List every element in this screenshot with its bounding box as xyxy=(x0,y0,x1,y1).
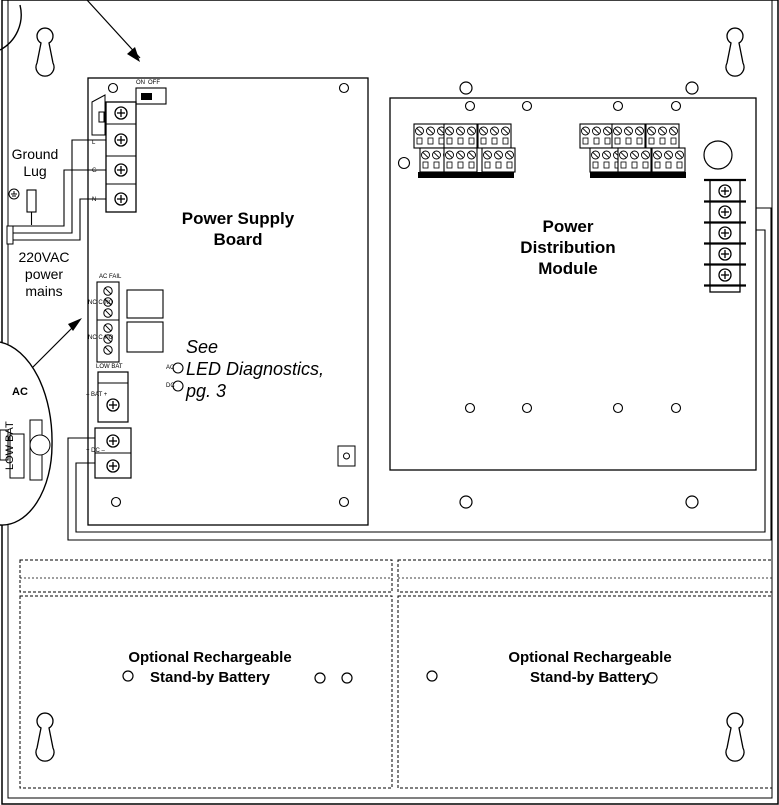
keyhole-icon xyxy=(35,27,55,77)
psb-line: Board xyxy=(213,230,263,249)
see-led-line: See xyxy=(186,337,219,357)
pdm-terminal-strip xyxy=(477,123,512,149)
see-led-line: LED Diagnostics, xyxy=(186,359,325,379)
mounting-holes xyxy=(122,81,699,684)
pdm-terminal-strip xyxy=(481,147,516,173)
ac-fail-terminal xyxy=(96,281,120,363)
dc-out-label: + DC – xyxy=(86,448,105,454)
ground-icon xyxy=(8,188,20,200)
barrier-screw xyxy=(704,247,746,266)
mains-line: 220VAC xyxy=(18,249,70,265)
relay xyxy=(126,289,164,319)
battery-left-label: Optional Rechargeable Stand-by Battery xyxy=(90,648,330,688)
bat-label: – BAT + xyxy=(86,392,108,398)
pdm-terminal-strip xyxy=(617,147,652,173)
battery-right-line: Stand-by Battery xyxy=(529,669,651,686)
pdm-terminal-strip xyxy=(645,123,680,149)
keyhole-icon xyxy=(725,27,745,77)
battery-right-line: Optional Rechargeable xyxy=(508,649,672,666)
pdm-terminal-strip xyxy=(611,123,646,149)
pdm-line: Distribution xyxy=(520,238,616,257)
on-label: ON xyxy=(136,80,145,86)
battery-left-line: Stand-by Battery xyxy=(149,669,271,686)
dc-led-label: DC xyxy=(166,383,175,389)
relay1-label: NC C NO xyxy=(88,300,114,306)
psb-line: Power Supply xyxy=(181,209,295,228)
pdm-terminal-strip xyxy=(413,123,448,149)
pdm-terminal-strip xyxy=(579,123,614,149)
pdm-terminal-strip xyxy=(443,123,478,149)
mains-wire xyxy=(10,139,106,234)
barrier-screw xyxy=(704,268,746,287)
n-label: N xyxy=(92,197,97,203)
inset-ac-label: AC xyxy=(12,386,28,398)
ac-fail-label: AC FAIL xyxy=(99,274,122,280)
ground-lug-line: Lug xyxy=(23,163,47,179)
pdm-terminal-strip xyxy=(443,147,478,173)
pdm-mount-hole xyxy=(703,140,733,170)
dc-led xyxy=(172,380,184,392)
pdm-label: Power Distribution Module xyxy=(498,216,638,279)
inset-magnifier-top xyxy=(0,4,22,51)
pdm-terminal-strip xyxy=(651,147,686,173)
battery-right-label: Optional Rechargeable Stand-by Battery xyxy=(470,648,710,688)
inset-low-bat-label: LOW BAT xyxy=(4,421,16,470)
relay2-label: NC C NO xyxy=(88,335,114,341)
battery-left-line: Optional Rechargeable xyxy=(128,649,292,666)
l-label: L xyxy=(92,140,96,146)
callout-arrow xyxy=(86,0,141,59)
mains-wire xyxy=(10,198,106,241)
ac-led-label: AC xyxy=(166,365,175,371)
battery-right xyxy=(397,559,773,789)
relay xyxy=(126,321,164,353)
see-led-line: pg. 3 xyxy=(186,381,227,401)
mains-label: 220VAC power mains xyxy=(8,249,80,300)
mains-line: power xyxy=(24,266,64,282)
battery-left xyxy=(19,559,393,789)
ac-led xyxy=(172,362,184,374)
pdm-line: Power xyxy=(542,217,594,236)
dc-wire xyxy=(67,207,772,541)
dc-wire xyxy=(75,229,766,533)
ground-lug-line: Ground xyxy=(11,146,59,162)
g-label: G xyxy=(92,168,97,174)
barrier-screw xyxy=(704,205,746,224)
power-supply-board-label: Power Supply Board xyxy=(158,208,318,250)
see-led-label: See LED Diagnostics, pg. 3 xyxy=(186,336,324,402)
ground-lug-label: Ground Lug xyxy=(4,146,66,180)
ground-lug xyxy=(26,189,37,213)
pdm-line: Module xyxy=(538,259,598,278)
keyhole-icon xyxy=(35,712,55,762)
barrier-screw xyxy=(704,184,746,203)
barrier-screw xyxy=(704,226,746,245)
ground-wire xyxy=(13,169,106,227)
keyhole-icon xyxy=(725,712,745,762)
low-bat-label: LOW BAT xyxy=(96,364,123,370)
mains-line: mains xyxy=(25,283,63,299)
off-label: OFF xyxy=(148,80,160,86)
